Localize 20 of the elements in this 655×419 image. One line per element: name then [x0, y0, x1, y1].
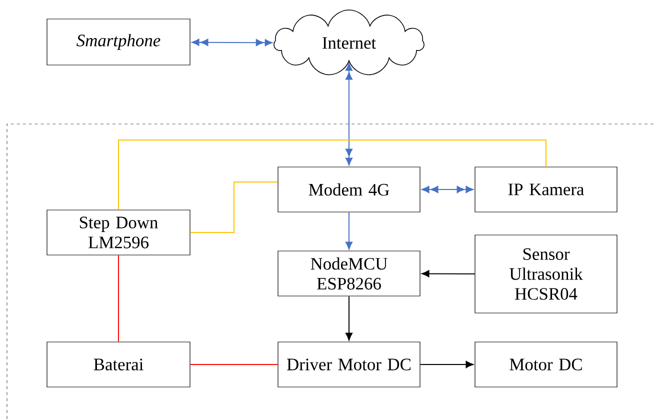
arrow [345, 296, 353, 340]
process-box: NodeMCU ESP8266 [278, 250, 420, 296]
arrow [345, 63, 353, 166]
arrow [192, 38, 273, 46]
process-box: Baterai [46, 342, 190, 388]
arrow [422, 270, 476, 278]
connector-line [190, 364, 278, 365]
process-box: Modem 4G [278, 166, 420, 212]
connector-line [190, 182, 278, 233]
process-box: Step Down LM2596 [46, 210, 190, 256]
process-box: Motor DC [474, 342, 618, 388]
process-box: IP Kamera [474, 166, 618, 212]
arrow [422, 186, 474, 194]
connector-line [118, 140, 546, 210]
process-box: Smartphone [46, 18, 190, 66]
arrow [420, 360, 474, 368]
connector-line [118, 254, 119, 342]
arrow [345, 212, 353, 250]
process-box: Driver Motor DC [278, 342, 420, 388]
process-box: Sensor Ultrasonik HCSR04 [474, 234, 618, 314]
